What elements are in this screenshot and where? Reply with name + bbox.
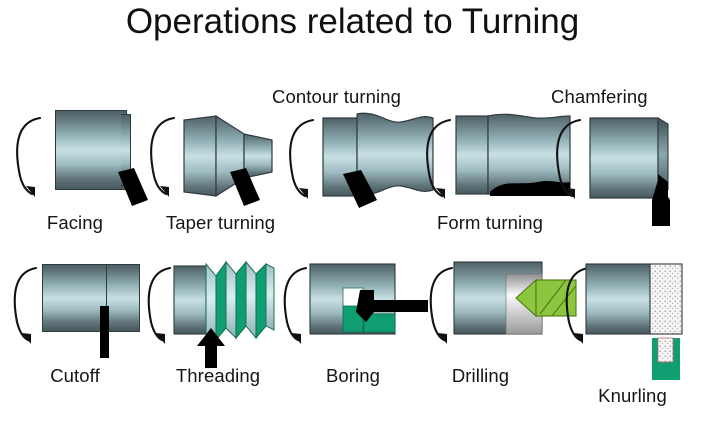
- rotation-arrow-icon: [429, 266, 454, 344]
- cutting-tool-icon: [230, 168, 260, 206]
- threading-feed-arrow-icon: [197, 328, 225, 368]
- rotation-arrow-icon: [565, 266, 590, 344]
- rotation-arrow-icon: [150, 116, 176, 197]
- page-title: Operations related to Turning: [125, 2, 580, 41]
- operation-taper-turning: [140, 100, 300, 210]
- drilled-workpiece: [453, 261, 577, 335]
- caption-chamfering: Chamfering: [551, 86, 648, 107]
- rotation-arrow-icon: [556, 118, 582, 199]
- rotation-arrow-icon: [426, 118, 452, 199]
- caption-knurling: Knurling: [598, 385, 667, 406]
- cutting-tool-icon: [118, 168, 148, 206]
- caption-contour-turning: Contour turning: [272, 86, 402, 107]
- caption-taper-turning: Taper turning: [165, 212, 276, 233]
- caption-boring: Boring: [325, 365, 381, 386]
- operation-cutoff: [0, 258, 155, 363]
- caption-form-turning: Form turning: [436, 212, 544, 233]
- caption-drilling: Drilling: [451, 365, 510, 386]
- rotation-arrow-icon: [16, 116, 42, 197]
- threaded-workpiece: [173, 260, 275, 342]
- operation-form-turning: [420, 108, 580, 213]
- taper-workpiece: [183, 114, 273, 198]
- caption-cutoff: Cutoff: [50, 365, 100, 386]
- chamfer-tool-icon: [652, 180, 670, 226]
- form-workpiece: [455, 113, 571, 196]
- cutting-tool-icon: [343, 170, 377, 208]
- rotation-arrow-icon: [147, 266, 172, 344]
- operation-boring: [278, 258, 438, 363]
- rotation-arrow-icon: [283, 266, 308, 344]
- operation-facing: [0, 100, 150, 210]
- operation-drilling: [420, 258, 585, 363]
- knurled-workpiece: [585, 263, 683, 380]
- bored-workpiece: [309, 263, 428, 335]
- operation-chamfering: [548, 108, 703, 226]
- rotation-arrow-icon: [289, 118, 315, 199]
- operation-knurling: [560, 258, 705, 383]
- caption-facing: Facing: [46, 212, 104, 233]
- parting-blade-icon: [100, 306, 109, 358]
- operation-contour-turning: [285, 108, 450, 213]
- caption-threading: Threading: [175, 365, 261, 386]
- rotation-arrow-icon: [13, 266, 38, 344]
- operation-threading: [140, 258, 300, 368]
